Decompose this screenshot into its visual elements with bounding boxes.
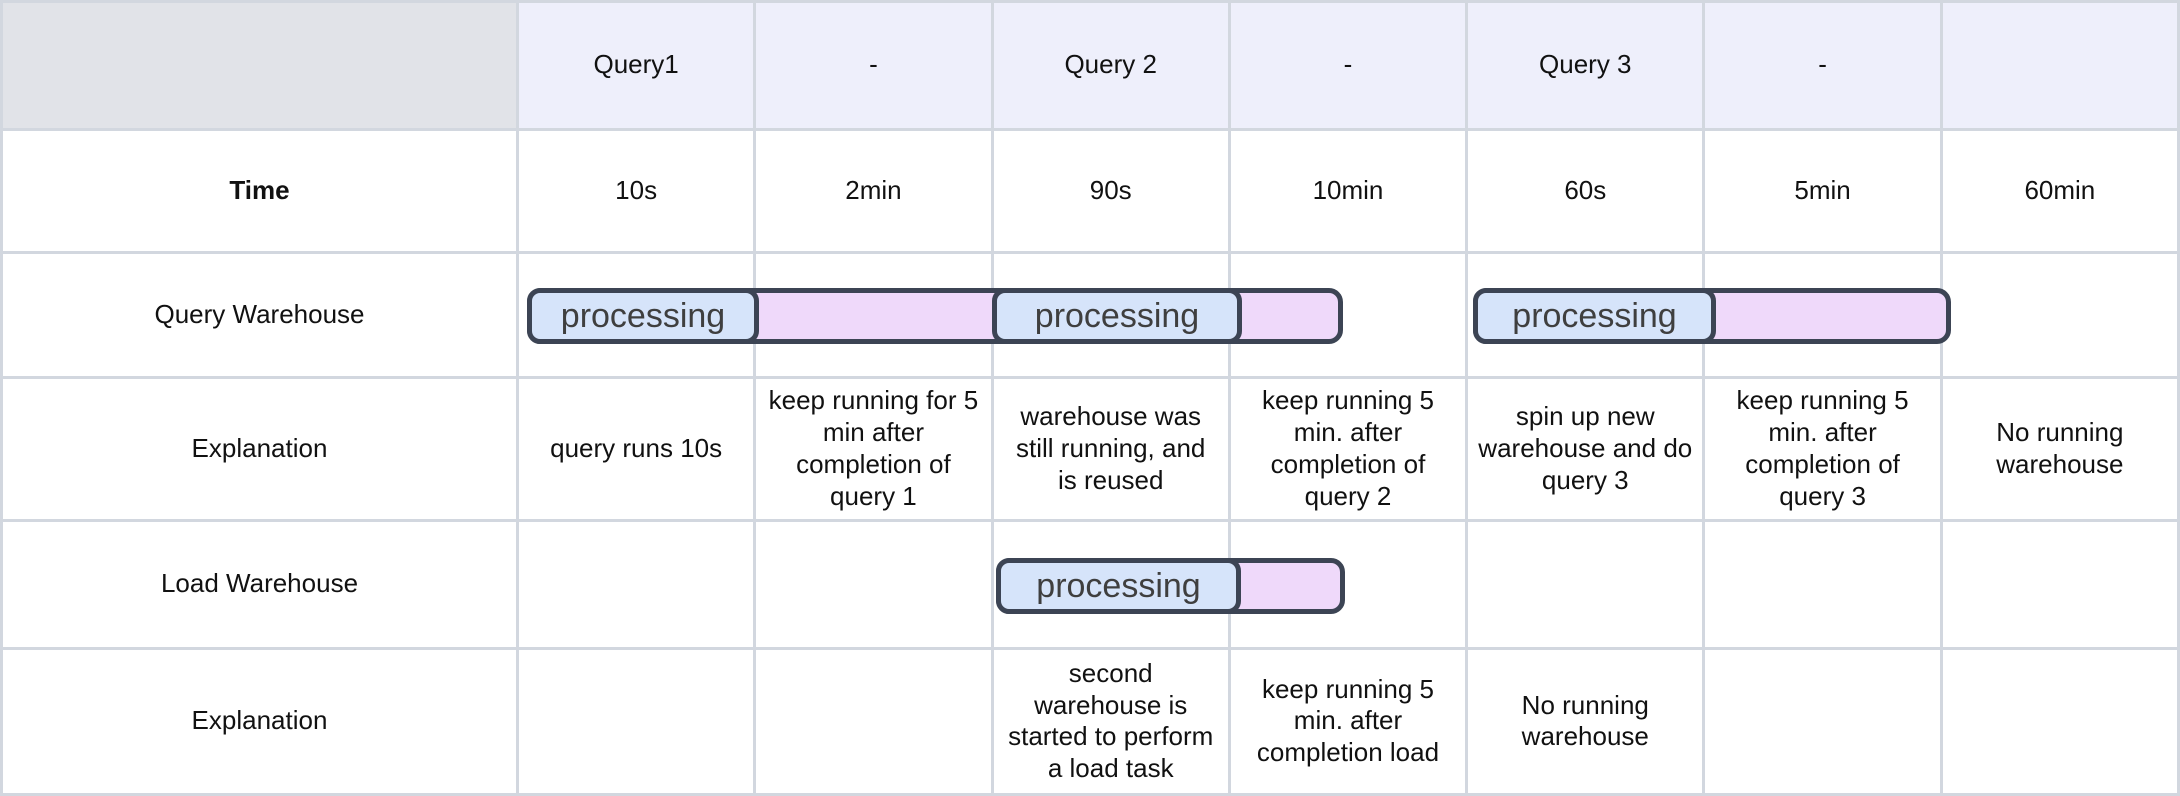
explanation-row-2: Explanation second warehouse is started … — [3, 649, 2180, 796]
query-warehouse-row-label: Query Warehouse — [3, 254, 519, 379]
empty-cell — [1705, 522, 1943, 650]
explanation-row-1-label: Explanation — [3, 378, 519, 523]
header-query1: Query1 — [519, 3, 757, 131]
explanation-1-cell: keep running 5 min. after completion of … — [1230, 378, 1469, 523]
explanation-2-cell: No running warehouse — [1468, 649, 1706, 796]
header-dash-2: - — [1230, 3, 1469, 131]
empty-cell — [1942, 522, 2180, 650]
time-cell-idle: 60min — [1942, 130, 2180, 255]
query-warehouse-row: Query Warehouse processing processing pr… — [3, 254, 2180, 379]
header-query2: Query 2 — [993, 3, 1231, 131]
explanation-2-cell: second warehouse is started to perform a… — [993, 649, 1231, 796]
header-empty — [1942, 3, 2180, 131]
explanation-1-cell: warehouse was still running, and is reus… — [993, 378, 1231, 523]
explanation-1-cell: spin up new warehouse and do query 3 — [1468, 378, 1706, 523]
explanation-2-cell — [1942, 649, 2180, 796]
explanation-1-cell: No running warehouse — [1942, 378, 2180, 523]
explanation-2-cell: keep running 5 min. after completion loa… — [1230, 649, 1469, 796]
time-row: Time 10s 2min 90s 10min 60s 5min 60min — [3, 130, 2180, 255]
explanation-row-1: Explanation query runs 10s keep running … — [3, 378, 2180, 523]
load-warehouse-row: Load Warehouse processing — [3, 522, 2180, 650]
time-cell-after-query1: 2min — [756, 130, 994, 255]
header-dash-3: - — [1705, 3, 1943, 131]
explanation-1-cell: query runs 10s — [519, 378, 757, 523]
explanation-1-cell: keep running 5 min. after completion of … — [1705, 378, 1943, 523]
time-cell-query2: 90s — [993, 130, 1231, 255]
explanation-2-cell — [756, 649, 994, 796]
time-cell-query3: 60s — [1468, 130, 1706, 255]
empty-cell — [519, 522, 757, 650]
query-warehouse-bar-1: processing processing — [527, 288, 1343, 345]
empty-cell — [756, 522, 994, 650]
corner-cell — [3, 3, 519, 131]
header-row: Query1 - Query 2 - Query 3 - — [3, 3, 2180, 131]
processing-bar-load: processing — [996, 558, 1241, 615]
header-query3: Query 3 — [1468, 3, 1706, 131]
time-cell-query1: 10s — [519, 130, 757, 255]
processing-bar-query2: processing — [992, 288, 1242, 345]
query-warehouse-bar-2: processing — [1473, 288, 1951, 345]
empty-cell — [1468, 522, 1706, 650]
explanation-1-cell: keep running for 5 min after completion … — [756, 378, 994, 523]
header-dash-1: - — [756, 3, 994, 131]
empty-cell — [1942, 254, 2180, 379]
load-warehouse-row-label: Load Warehouse — [3, 522, 519, 650]
explanation-2-cell — [1705, 649, 1943, 796]
time-cell-after-query2: 10min — [1230, 130, 1469, 255]
explanation-2-cell — [519, 649, 757, 796]
time-cell-after-query3: 5min — [1705, 130, 1943, 255]
load-warehouse-bar: processing — [996, 558, 1345, 615]
processing-bar-query1: processing — [527, 288, 759, 345]
processing-bar-query3: processing — [1473, 288, 1716, 345]
time-row-label: Time — [3, 130, 519, 255]
explanation-row-2-label: Explanation — [3, 649, 519, 796]
